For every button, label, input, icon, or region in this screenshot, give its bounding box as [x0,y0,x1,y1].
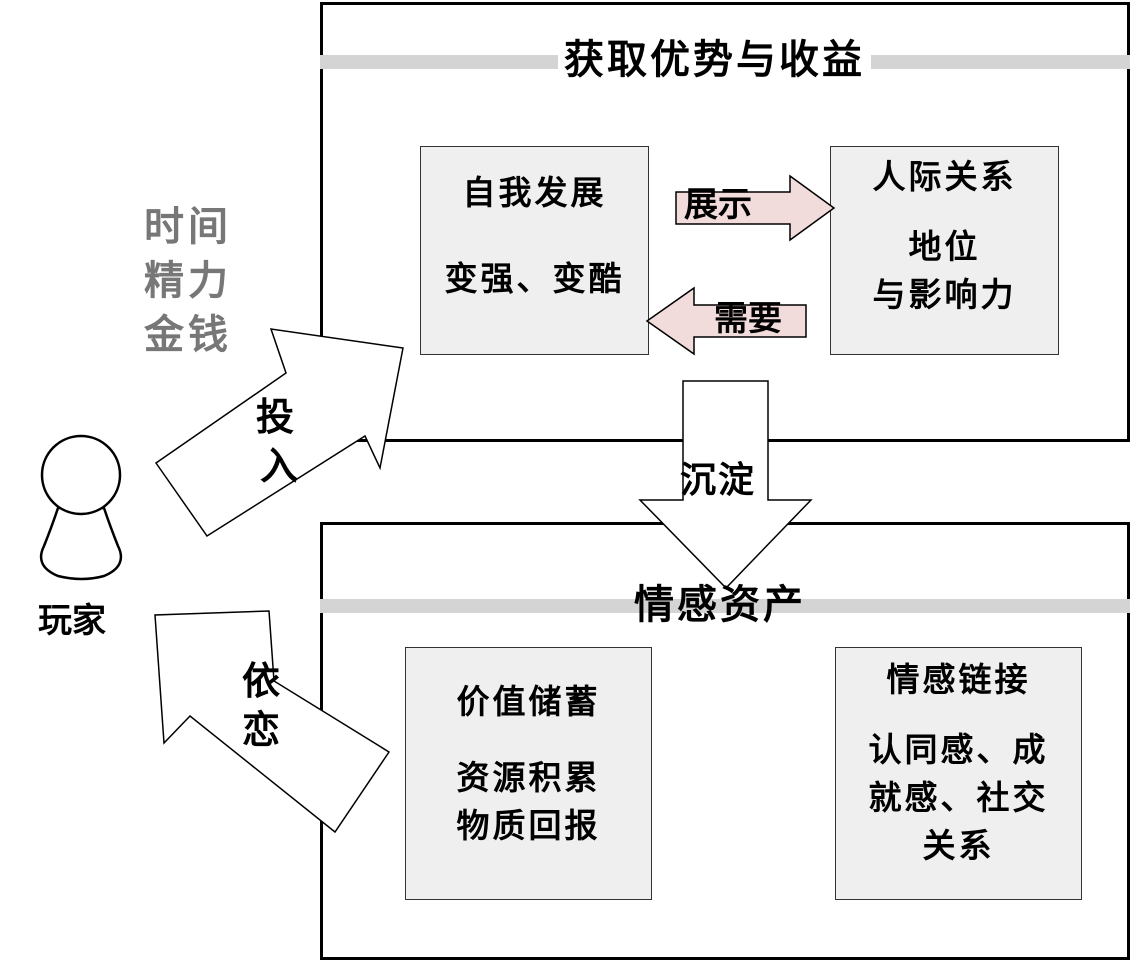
value-storage-title: 价值储蓄 [456,682,601,721]
attach-label-line-2: 恋 [242,707,283,753]
show-label: 展示 [684,185,752,225]
value-storage-card: 价值储蓄 资源积累 物质回报 [405,647,652,900]
relations-title: 人际关系 [872,157,1017,196]
show-arrow [675,174,836,242]
emotional-link-body-line-1: 认同感、成 [868,729,1049,769]
emotional-link-card: 情感链接 认同感、成 就感、社交 关系 [835,647,1082,900]
self-development-card: 自我发展 变强、变酷 [420,146,649,355]
need-arrow [645,286,807,356]
attach-label-line-1: 依 [242,658,283,703]
benefits-title: 获取优势与收益 [558,40,871,80]
emotional-assets-title-band [320,599,1130,613]
player-label: 玩家 [38,601,106,641]
self-development-body: 变强、变酷 [444,258,625,298]
settle-arrow [638,380,813,590]
self-development-title: 自我发展 [462,173,607,212]
invest-label-line-1: 投 [256,394,297,439]
emotional-assets-title: 情感资产 [634,581,806,628]
invest-label: 投 入 [256,392,300,491]
attach-label: 依 恋 [242,656,282,755]
emotional-link-body-line-2: 就感、社交 [868,777,1049,817]
value-storage-body-line-1: 资源积累 [456,757,601,797]
relations-body-line-1: 地位 [908,226,981,266]
resource-energy: 精力 [144,257,232,304]
relations-body-line-2: 与影响力 [872,274,1017,314]
emotional-link-body-line-3: 关系 [922,825,995,865]
resource-money: 金钱 [144,311,232,358]
value-storage-body-line-2: 物质回报 [456,805,601,845]
invest-arrow [154,328,404,538]
invest-label-line-2: 入 [260,443,301,489]
resources-list: 时间 精力 金钱 [144,203,232,359]
attach-arrow [154,610,391,834]
need-label: 需要 [714,299,782,339]
emotional-link-title: 情感链接 [886,660,1031,699]
player-icon [39,434,123,581]
resource-time: 时间 [144,203,232,250]
relations-card: 人际关系 地位 与影响力 [830,146,1059,355]
settle-label: 沉淀 [680,459,757,501]
